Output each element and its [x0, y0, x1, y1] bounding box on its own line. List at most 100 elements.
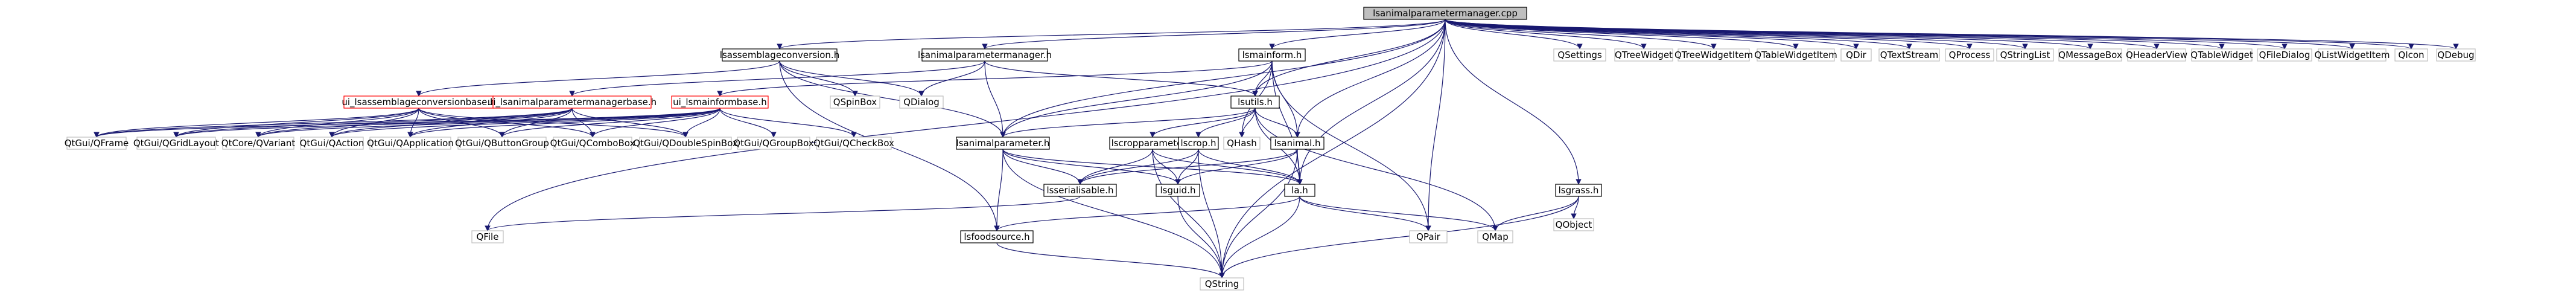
edge-ui_mainform-to-qtgui_qcombobox [590, 108, 720, 138]
node-label: QTextStream [1880, 50, 1938, 60]
edge-lsmainform_h-to-la_h [1271, 60, 1303, 185]
edge-root-to-qdir [1445, 19, 1859, 50]
node-lsmainform_h[interactable]: lsmainform.h [1238, 48, 1306, 62]
edge-la_h-to-qpair [1299, 196, 1431, 231]
node-box [369, 137, 451, 150]
node-label: QPair [1416, 231, 1441, 242]
edge-ui_assemb-to-qtgui_qdoublespinbox [418, 108, 689, 138]
edge-root-to-lsanimal_h [1294, 19, 1446, 138]
node-box [1409, 230, 1448, 243]
node-qfiledialog: QFileDialog [2257, 48, 2312, 62]
edge-la_h-to-lsfoodsource_h [994, 196, 1300, 231]
node-box [136, 137, 216, 150]
node-qmessagebox: QMessageBox [2058, 48, 2122, 62]
edge-root-to-qheaderview [1445, 19, 2160, 50]
node-qsettings: QSettings [1553, 48, 1606, 62]
edge-ui_mainform-to-qtcore_qvariant [255, 108, 720, 138]
node-label: QtGui/QButtonGroup [455, 138, 549, 149]
node-lsguid_h[interactable]: lsguid.h [1156, 184, 1200, 197]
edge-lsanimalparameter_h-to-qstring [1002, 149, 1225, 279]
node-qspinbox: QSpinBox [830, 95, 880, 109]
node-box [1178, 137, 1219, 150]
node-label: lscropparameter.h [1111, 138, 1194, 149]
node-ui_assemb[interactable]: ui_lsassemblageconversionbase.h [342, 95, 496, 109]
node-label: lscrop.h [1180, 138, 1216, 149]
node-qtgui_qdoublespinbox: QtGui/QDoubleSpinBox [633, 137, 738, 150]
node-qtgui_qapplication: QtGui/QApplication [367, 137, 454, 150]
edge-lsanimpm_h-to-lsutils_h [984, 60, 1258, 97]
node-lsfoodsource_h[interactable]: lsfoodsource.h [960, 230, 1034, 243]
edge-ui_mainform-to-qtgui_qaction [329, 108, 720, 138]
edge-ui_assemb-to-qtgui_qcombobox [418, 108, 596, 138]
edge-lsmainform_h-to-lsanimalparameter_h [1000, 60, 1273, 138]
edge-lsutils_h-to-lscropparameter_h [1150, 108, 1256, 138]
node-box [1270, 137, 1325, 150]
node-box [2318, 48, 2387, 62]
node-lsassemb_h[interactable]: lsassemblageconversion.h [720, 48, 839, 62]
node-label: QFileDialog [2259, 50, 2310, 60]
node-box [222, 137, 294, 150]
edge-ui_mainform-to-qtgui_qbuttongroup [499, 108, 720, 138]
edge-lsanimal_h-to-qstring [1219, 149, 1298, 279]
node-qstringlist: QStringList [1996, 48, 2054, 62]
node-lscropparameter_h[interactable]: lscropparameter.h [1109, 137, 1196, 150]
node-ui_animpm[interactable]: ui_lsanimalparametermanagerbase.h [488, 95, 657, 109]
edge-lsgrass_h-to-qstring [1219, 196, 1579, 279]
node-qmap: QMap [1477, 230, 1513, 243]
node-box [471, 230, 504, 243]
node-box [1284, 184, 1315, 197]
edge-ui_mainform-to-qtgui_qframe [94, 108, 720, 138]
edge-lsanimal_h-to-lsserialisable_h [1077, 149, 1298, 185]
node-lsanimalparameter_h[interactable]: lsanimalparameter.h [956, 137, 1050, 150]
node-la_h[interactable]: la.h [1284, 184, 1315, 197]
edge-lsanimal_h-to-la_h [1297, 149, 1303, 185]
edge-lsanimpm_h-to-ui_animpm [569, 60, 985, 97]
node-lscrop_h[interactable]: lscrop.h [1178, 137, 1219, 150]
node-qtablewidgetitem: QTableWidgetItem [1754, 48, 1837, 62]
node-box [956, 137, 1050, 150]
edge-lscrop_h-to-lsserialisable_h [1077, 149, 1199, 185]
edge-lsanimalparameter_h-to-lsfoodsource_h [994, 149, 1003, 231]
node-lsanimal_h[interactable]: lsanimal.h [1270, 137, 1325, 150]
edge-root-to-lsassemb_h [777, 19, 1446, 50]
node-lsutils_h[interactable]: lsutils.h [1230, 95, 1280, 109]
node-label: QTableWidgetItem [1754, 50, 1837, 60]
node-lsserialisable_h[interactable]: lsserialisable.h [1043, 184, 1117, 197]
node-box [722, 48, 838, 62]
node-label: QProcess [1949, 50, 1991, 60]
node-label: QtCore/QVariant [221, 138, 296, 149]
node-label: lsgrass.h [1559, 185, 1599, 196]
edge-la_h-to-qmap [1299, 196, 1498, 231]
node-box [639, 137, 732, 150]
node-lsgrass_h[interactable]: lsgrass.h [1555, 184, 1602, 197]
edge-root-to-lsgrass_h [1445, 19, 1582, 185]
node-qtgui_qbuttongroup: QtGui/QButtonGroup [455, 137, 549, 150]
edge-lsmainform_h-to-qpair [1271, 60, 1431, 231]
edge-root-to-lsanimpm_h [982, 19, 1446, 50]
node-label: QHeaderView [2126, 50, 2187, 60]
edge-lsassemb_h-to-qdialog [779, 60, 924, 97]
dependency-nodes: lsanimalparametermanager.cpplsassemblage… [65, 7, 2476, 291]
node-qhash: QHash [1223, 137, 1261, 150]
node-box [1945, 48, 1994, 62]
node-ui_mainform[interactable]: ui_lsmainformbase.h [671, 95, 769, 109]
node-box [66, 137, 127, 150]
node-box [899, 95, 944, 109]
node-label: QMap [1482, 231, 1508, 242]
node-label: ui_lsanimalparametermanagerbase.h [488, 97, 657, 108]
edge-lsutils_h-to-qmap [1255, 108, 1498, 231]
node-label: QtGui/QGridLayout [133, 138, 219, 149]
edge-root-to-lsanimalparameter_h [1000, 19, 1446, 138]
node-label: QSpinBox [833, 97, 877, 108]
node-label: QTreeWidgetItem [1674, 50, 1753, 60]
node-qdebug: QDebug [2436, 48, 2476, 62]
node-qicon: QIcon [2394, 48, 2428, 62]
node-box [1200, 277, 1244, 291]
edge-lsanimalparameter_h-to-lsserialisable_h [1002, 149, 1083, 185]
node-qtgui_qaction: QtGui/QAction [300, 137, 364, 150]
edge-lscropparameter_h-to-la_h [1152, 149, 1303, 185]
edge-ui_mainform-to-qtgui_qdoublespinbox [682, 108, 720, 138]
node-lsanimpm_h[interactable]: lsanimalparametermanager.h [918, 48, 1052, 62]
node-qtgui_qframe: QtGui/QFrame [65, 137, 129, 150]
node-box [1878, 48, 1940, 62]
